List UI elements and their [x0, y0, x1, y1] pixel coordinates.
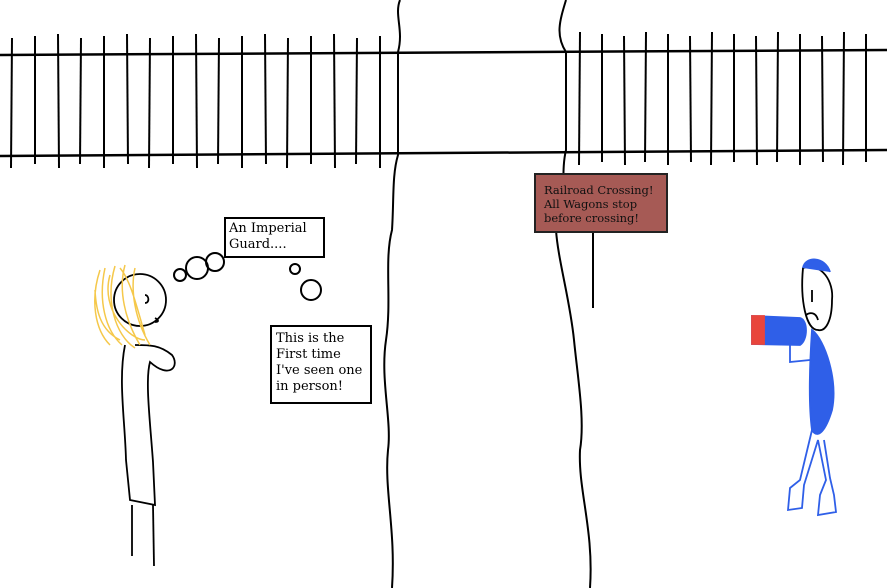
railroad-tie — [710, 31, 713, 166]
railroad-tie — [195, 33, 198, 169]
thought-circles — [173, 252, 322, 301]
thought-bubble: An Imperial Guard.... — [224, 217, 325, 258]
railroad-tie — [578, 31, 581, 166]
railroad-tie — [57, 33, 60, 169]
railroad-tie — [126, 33, 129, 165]
guard-character — [751, 258, 837, 517]
railroad-tie — [644, 31, 647, 163]
railroad-crossing-sign: Railroad Crossing! All Wagons stop befor… — [534, 173, 668, 233]
railroad-tie — [821, 35, 824, 163]
railroad-tie — [286, 37, 289, 169]
railroad-tie — [217, 37, 220, 165]
girl-character — [94, 264, 176, 567]
railroad-tie — [148, 37, 151, 169]
railroad-tie — [623, 35, 626, 166]
speech-bubble: This is the First time I've seen one in … — [270, 325, 372, 404]
railroad-tie — [776, 31, 779, 163]
crack-left — [383, 0, 401, 588]
railroad-tie — [689, 35, 692, 163]
railroad-tie — [10, 37, 13, 169]
crack-right — [554, 0, 592, 588]
railroad-ties — [10, 31, 867, 169]
railroad-tie — [333, 33, 336, 169]
railroad-tie — [79, 37, 82, 165]
railroad-tie — [842, 31, 845, 166]
railroad-tie — [355, 37, 358, 165]
rail-bottom — [0, 148, 887, 158]
railroad-tie — [755, 35, 758, 166]
rail-top — [0, 48, 887, 57]
railroad-tie — [264, 33, 267, 165]
